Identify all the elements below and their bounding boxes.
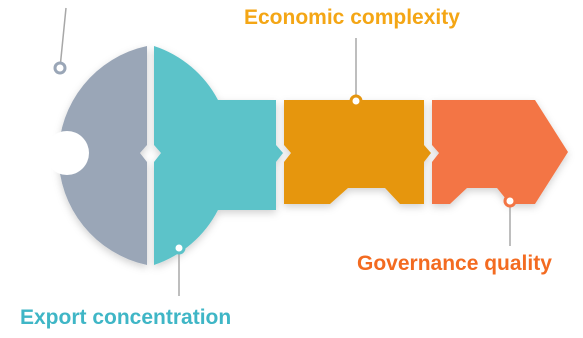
economic-complexity-label: Economic complexity (244, 6, 460, 29)
red-key-segment (432, 100, 568, 204)
teal-key-segment (154, 46, 283, 265)
keyhole (45, 131, 89, 175)
governance-quality-label: Governance quality (357, 252, 552, 275)
red-marker-dot (503, 194, 517, 208)
gray-key-segment (58, 46, 147, 265)
gray-connector-line (59, 7, 67, 69)
orange-marker-dot (349, 94, 363, 108)
orange-key-segment (284, 100, 431, 204)
gray-marker-dot (53, 61, 67, 75)
teal-marker-dot (172, 241, 186, 255)
export-concentration-label: Export concentration (20, 306, 232, 329)
